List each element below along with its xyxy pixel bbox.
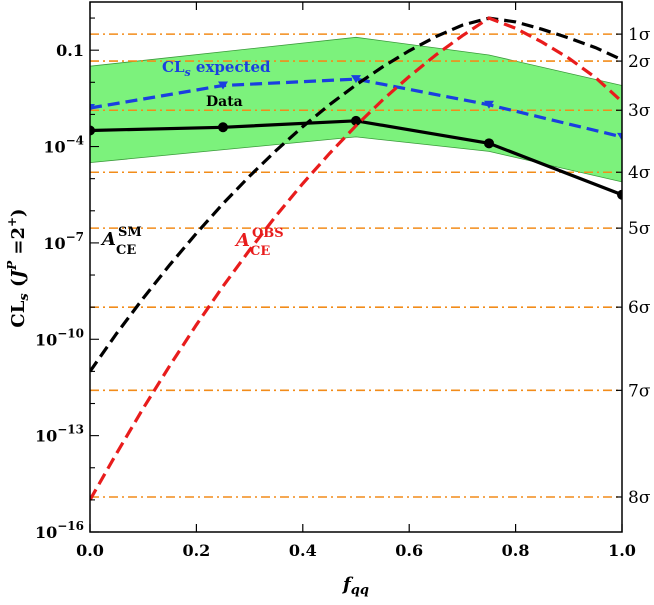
series-cl-s-expected-point [90,104,95,112]
x-tick-label: 0.8 [502,541,530,560]
plot-frame [89,1,623,533]
sigma-label-5: 5σ [628,219,651,239]
data-annotation: Data [206,94,243,110]
obs-annotation-sub: CE [250,244,270,259]
series-a-ce-sm-line [90,16,622,373]
y-tick-label: 0.1 [56,41,84,60]
x-tick-label: 0.0 [76,541,104,560]
series-data-point [617,189,622,200]
expected-annotation: CLs expected [162,58,271,79]
sigma-label-8: 8σ [628,488,651,508]
x-tick-label: 0.4 [289,541,317,560]
sigma-label-6: 6σ [628,298,651,318]
y-tick-label: 10−7 [43,230,84,253]
y-tick-label: 10−13 [35,423,84,446]
sigma-label-7: 7σ [628,381,651,401]
series-cl-s-expected-point [484,100,494,109]
series-data-point [484,138,494,149]
y-tick-label: 10−10 [35,326,84,349]
sm-annotation-sub: CE [116,243,136,258]
series-cl-s-expected-point [617,132,622,141]
sigma-label-3: 3σ [628,101,651,121]
sigma-label-1: 1σ [628,25,651,45]
series-cl-s-expected-point [351,75,361,84]
x-axis-title: fqq [341,574,369,598]
y-tick-label: 10−16 [35,519,84,542]
sigma-label-2: 2σ [628,52,651,72]
series-cl-s-expected-point [218,81,228,90]
x-tick-label: 0.6 [395,541,423,560]
sigma-label-4: 4σ [628,163,651,183]
series-data-point [351,115,361,126]
y-tick-label: 10−4 [43,134,84,157]
series-a-ce-obs-line [90,16,622,501]
y-axis-title: CLs (JP =2+) [5,208,32,327]
series-data-point [218,122,228,133]
x-tick-label: 1.0 [608,541,636,560]
series-data-point [90,125,95,136]
x-tick-label: 0.2 [182,541,210,560]
